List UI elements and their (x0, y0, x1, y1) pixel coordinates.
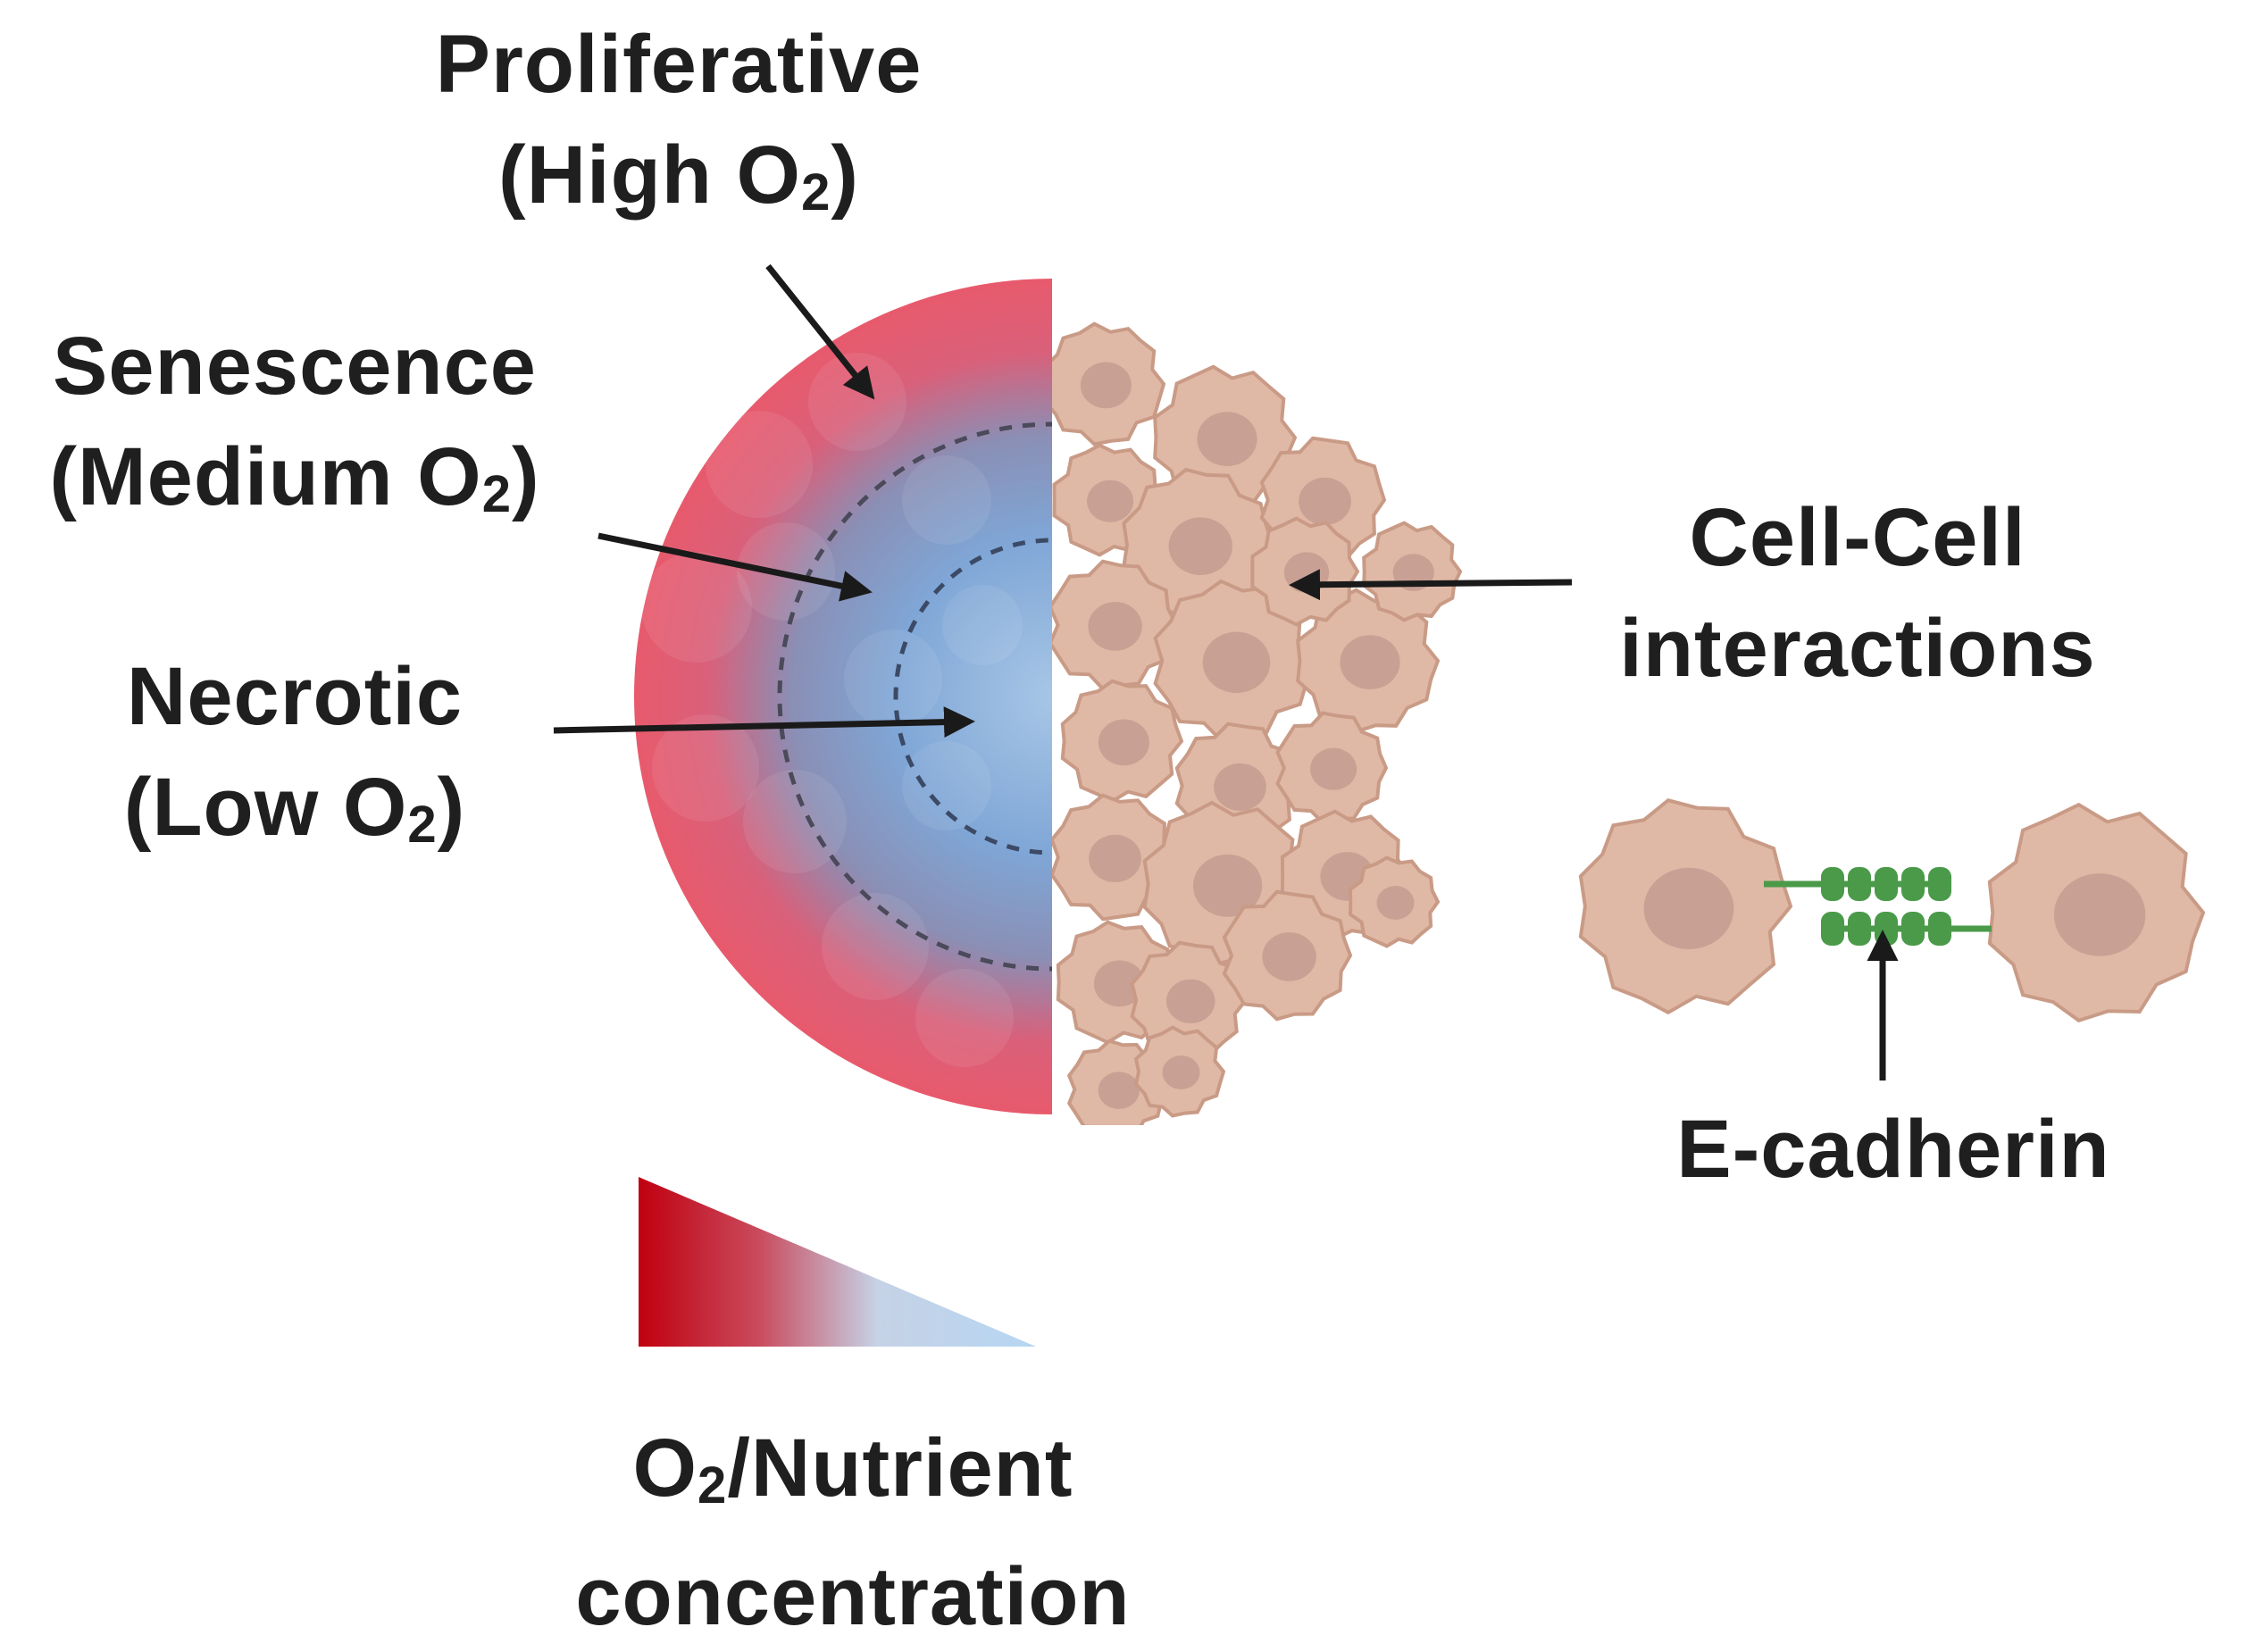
cell-nucleus (1299, 477, 1351, 526)
cell-nucleus (1087, 480, 1134, 522)
cell-nucleus (1098, 719, 1149, 766)
gradient-subtitle: concentration (575, 1551, 1131, 1642)
cadherin-bead (1848, 867, 1871, 901)
cell-nucleus (1202, 631, 1271, 693)
spheroid-cell (1052, 793, 1177, 922)
spheroid-cells (1052, 321, 1463, 1125)
cell-nucleus (2053, 873, 2146, 956)
cadherin-bead (1821, 912, 1844, 946)
necrotic-label: Necrotic (Low O2) (36, 641, 554, 880)
arrows (553, 263, 1899, 1080)
cadherin-beads (1821, 867, 1951, 946)
right-cell (1987, 802, 2206, 1023)
spheroid-cell (1052, 559, 1179, 691)
cell-nucleus (1080, 362, 1132, 409)
cell-cell-label: Cell-Cell interactions (1572, 482, 2143, 704)
senescence-title: Senescence (53, 321, 537, 412)
cell-nucleus (1098, 1072, 1140, 1109)
gradient-title: O2/Nutrient (632, 1423, 1073, 1514)
proliferative-arrow (765, 263, 875, 400)
cadherin-bead (1848, 912, 1871, 946)
cell-cell-title: Cell-Cell (1689, 492, 2026, 583)
cell-pair (1578, 798, 2206, 1023)
proliferative-label: Proliferative (High O2) (375, 9, 982, 248)
cadherin-bead (1928, 867, 1951, 901)
necrotic-arrow (553, 706, 975, 738)
cell-nucleus (1093, 960, 1145, 1007)
cadherin-bead (1875, 867, 1898, 901)
cell-nucleus (1340, 635, 1400, 689)
zone-cell-texture (641, 353, 1023, 1067)
spheroid-cell (1362, 521, 1463, 622)
proliferative-subtitle: (High O2) (497, 129, 860, 221)
cell-nucleus (1197, 412, 1257, 466)
cadherin-bead (1875, 912, 1898, 946)
o2-gradient-wedge (639, 1177, 1036, 1347)
senescence-subtitle: (Medium O2) (49, 431, 540, 523)
cell-nucleus (1310, 747, 1357, 790)
cadherin-bead (1821, 867, 1844, 901)
cell-nucleus (1376, 886, 1415, 920)
cell-nucleus (1168, 517, 1232, 575)
spheroid-cell (1130, 940, 1249, 1060)
cell-nucleus (1262, 932, 1316, 981)
left-cell (1578, 798, 1793, 1015)
necrotic-title: Necrotic (126, 651, 464, 742)
cell-nucleus (1089, 834, 1141, 883)
cell-cell-subtitle: interactions (1619, 603, 2096, 694)
cell-cell-arrow (1289, 569, 1573, 601)
necrotic-boundary (893, 538, 1052, 855)
e-cadherin-junction (1764, 867, 1992, 946)
necrotic-subtitle: (Low O2) (123, 762, 466, 854)
cell-nucleus (1088, 602, 1142, 651)
spheroid-cell (1296, 588, 1441, 734)
cell-nucleus (1192, 854, 1263, 917)
cadherin-bead (1901, 912, 1925, 946)
spheroid-cell (1275, 711, 1389, 825)
spheroid-cell (1222, 889, 1353, 1022)
spheroid-cell (1060, 679, 1184, 804)
spheroid-zones (634, 279, 1052, 1114)
senescence-label: Senescence (Medium O2) (9, 311, 581, 550)
spheroid-cell (1153, 579, 1316, 743)
spheroid-cell (1133, 1025, 1226, 1118)
gradient-label: O2/Nutrient concentration (509, 1413, 1197, 1652)
senescence-arrow (597, 532, 873, 602)
spheroid-cell (1052, 321, 1166, 446)
cadherin-bead (1901, 867, 1925, 901)
cadherin-bead (1928, 912, 1951, 946)
cell-nucleus (1214, 763, 1266, 812)
spheroid-cell (1348, 855, 1441, 948)
cell-nucleus (1165, 979, 1215, 1024)
cell-nucleus (1162, 1055, 1200, 1089)
cell-nucleus (1643, 867, 1734, 949)
zone-gradient-disc (634, 279, 1052, 1114)
proliferative-title: Proliferative (435, 19, 923, 110)
e-cadherin-label: E-cadherin (1676, 1104, 2110, 1195)
